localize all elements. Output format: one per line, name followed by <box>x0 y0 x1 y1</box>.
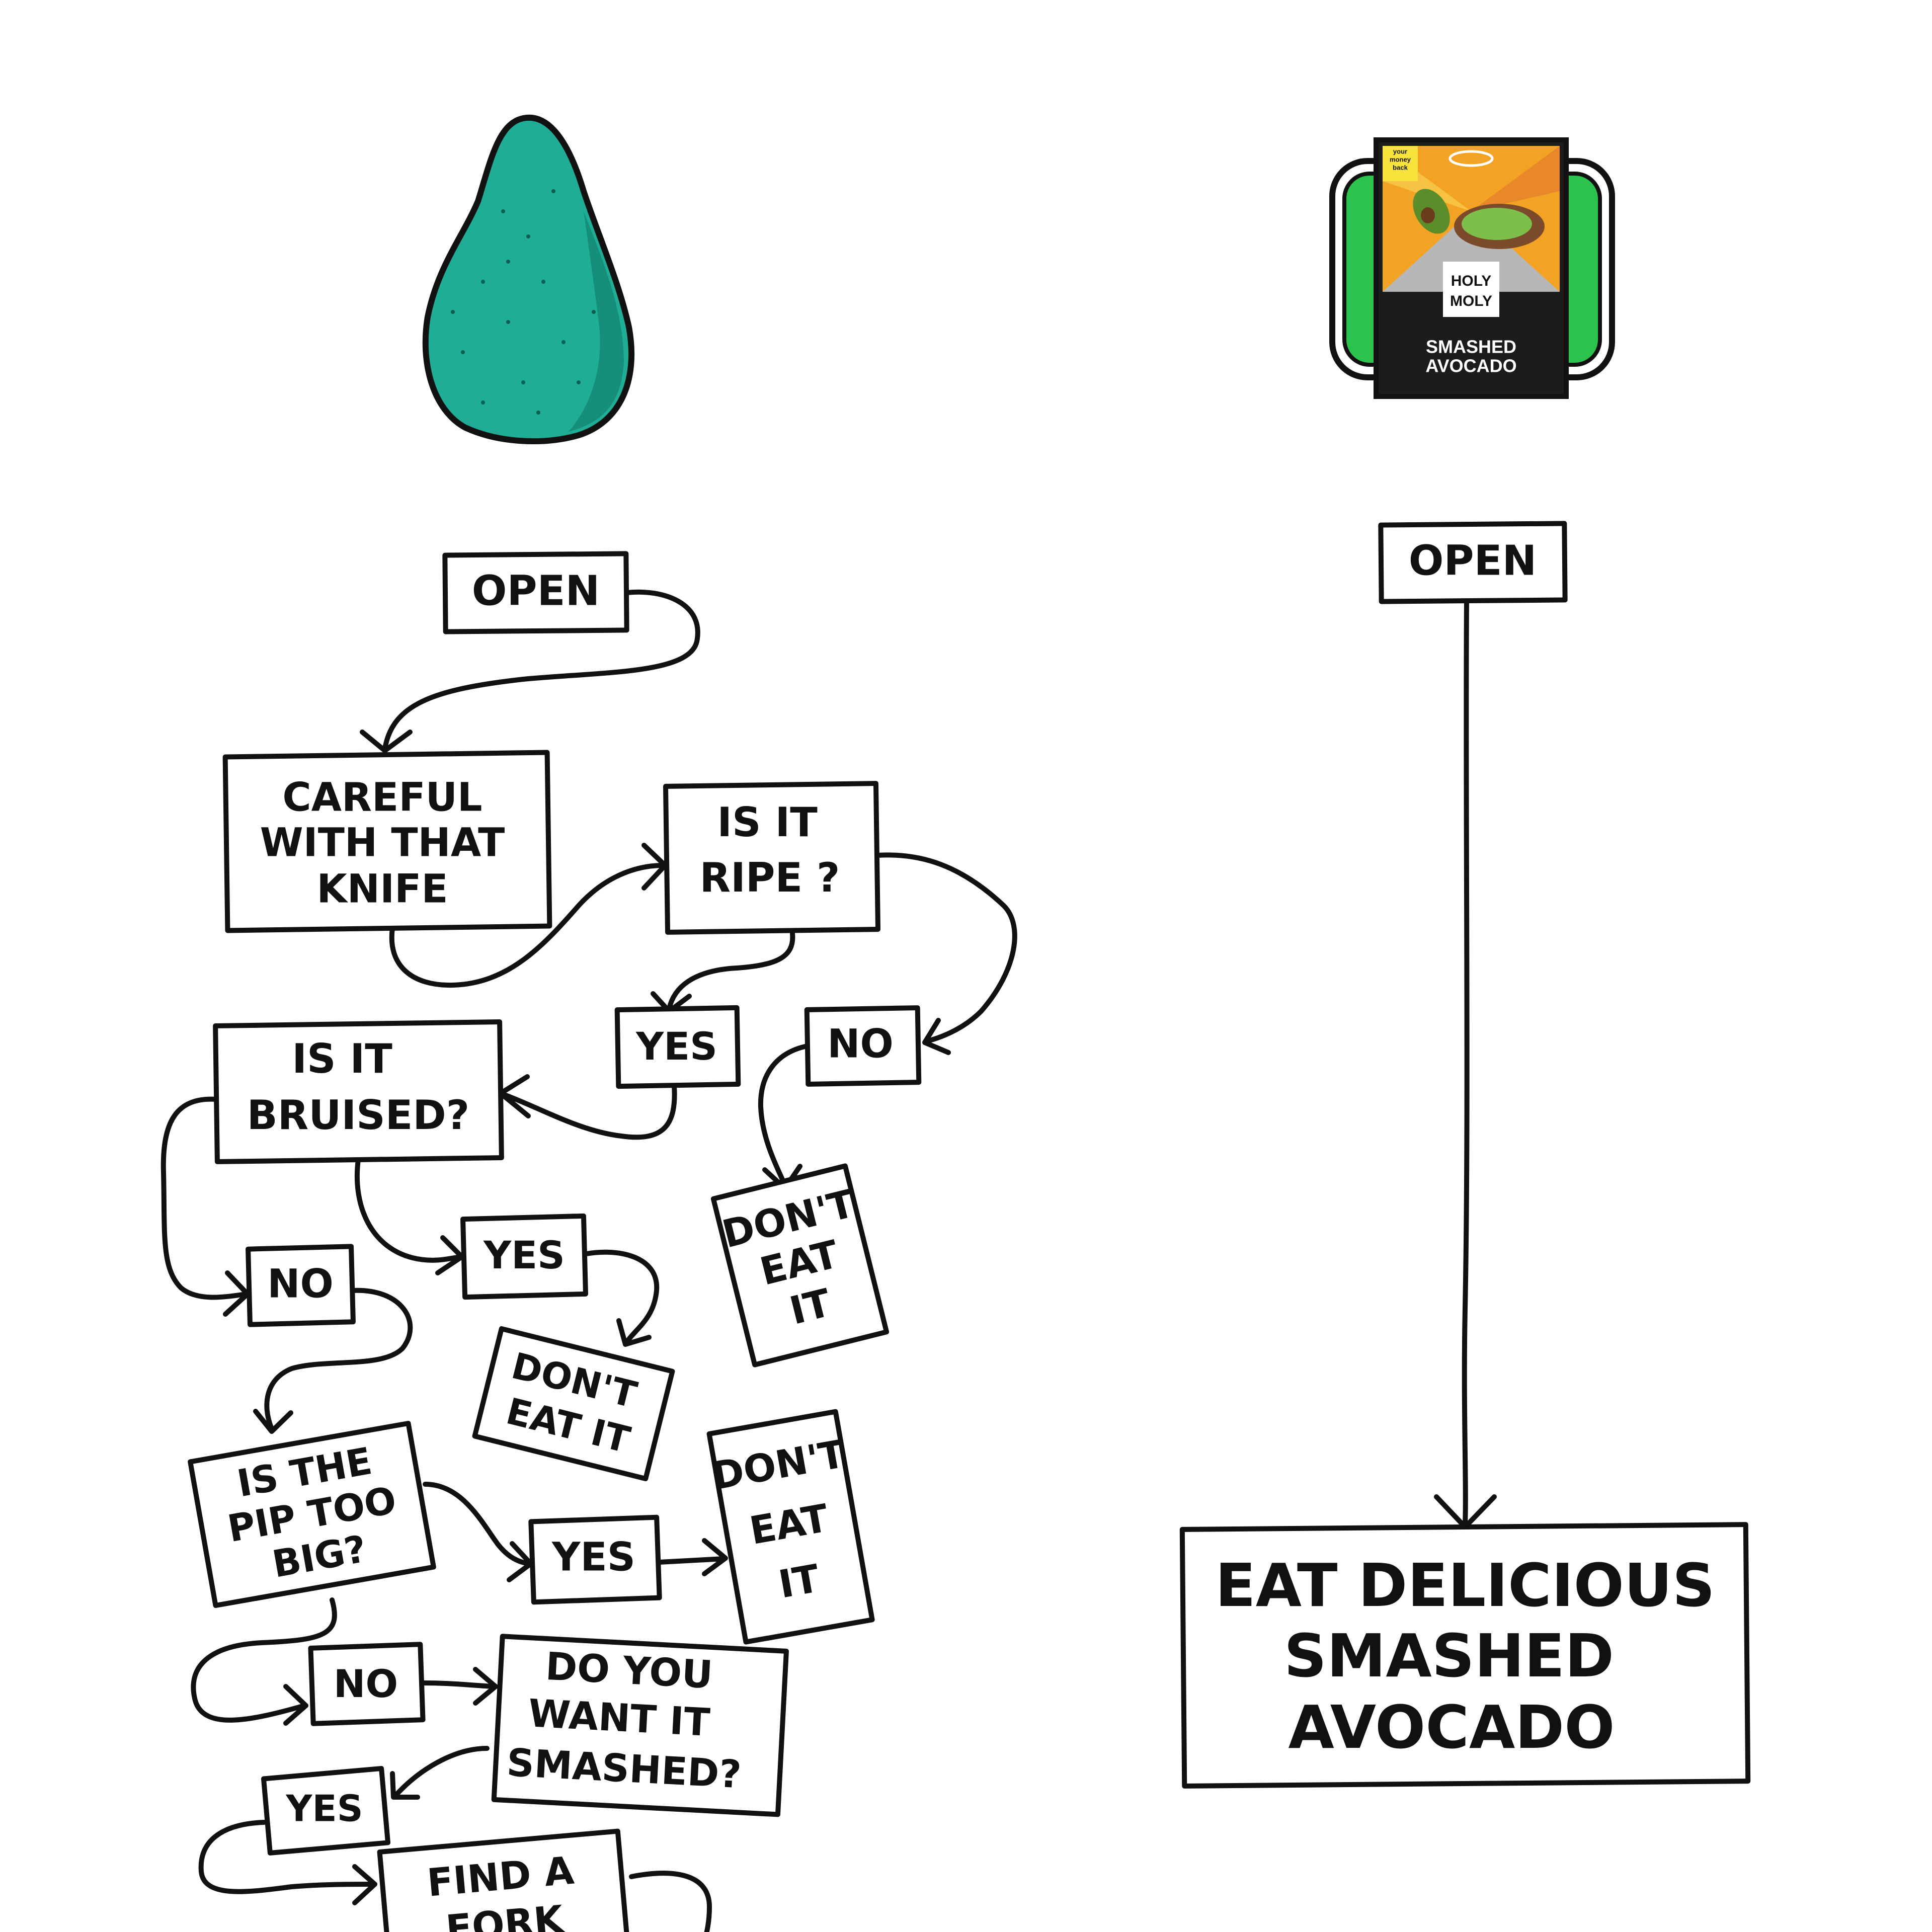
node-ripe-yes: YES <box>617 1008 739 1086</box>
node-ripe-no: NO <box>807 1008 919 1084</box>
node-pip-yes: YES <box>531 1517 659 1602</box>
package-product-line-1: SMASHED <box>1426 337 1516 357</box>
arrow-no-to-dont-eat-1 <box>761 1045 810 1187</box>
node-smashed-question: DO YOU WANT IT SMASHED? <box>494 1636 786 1814</box>
node-dont-eat-3-line-3: IT <box>775 1556 823 1607</box>
node-eat-line-2: SMASHED <box>1284 1621 1614 1691</box>
node-bruised-no-label: NO <box>267 1261 334 1307</box>
node-find-fork: FIND A FORK <box>380 1831 629 1932</box>
package-product-line-2: AVOCADO <box>1425 356 1516 376</box>
arrow-head-bruised-yes <box>438 1238 462 1273</box>
arrow-head-pip <box>256 1411 291 1431</box>
package-promo-line-3: back <box>1393 164 1408 171</box>
node-bruised-yes: YES <box>463 1216 586 1297</box>
node-bruised-no: NO <box>248 1246 353 1324</box>
node-pip-no-label: NO <box>334 1661 398 1706</box>
node-ripe-question: IS IT RIPE ? <box>666 783 878 932</box>
node-smashed-yes: YES <box>264 1768 388 1853</box>
node-smashed-line-2: WANT IT <box>527 1691 711 1745</box>
package-brand-line-1: HOLY <box>1451 273 1492 289</box>
node-pip-yes-label: YES <box>551 1535 635 1580</box>
arrow-smashed-to-yes <box>395 1748 487 1796</box>
arrow-head-pip-no <box>286 1686 306 1723</box>
node-ripe-no-dont-eat: DON'T EAT IT <box>713 1166 887 1364</box>
arrow-fork-continue <box>631 1873 709 1932</box>
arrow-yes-to-bruised <box>503 1086 675 1137</box>
package-promo-line-1: your <box>1393 147 1407 155</box>
node-bruised-question: IS IT BRUISED? <box>215 1022 502 1162</box>
arrow-yes-to-dont-eat-3 <box>659 1559 725 1562</box>
arrow-open-to-eat <box>1465 601 1467 1524</box>
node-bruised-yes-label: YES <box>483 1233 565 1277</box>
package-brand-line-2: MOLY <box>1450 293 1492 309</box>
node-pip-question: IS THE PIP TOO BIG? <box>190 1423 434 1605</box>
smashed-avocado-package-icon: your money back HOLY MOLY SMASHED AVOCAD… <box>1332 140 1612 396</box>
node-bruised-line-1: IS IT <box>292 1035 392 1082</box>
arrow-bruised-to-yes <box>357 1160 460 1260</box>
node-open-right-label: OPEN <box>1409 537 1537 585</box>
avocado-icon <box>426 118 631 441</box>
node-careful-line-2: WITH THAT <box>260 820 505 865</box>
arrow-pip-to-yes <box>425 1484 529 1564</box>
right-flow-arrows <box>1436 601 1494 1527</box>
package-promo-line-2: money <box>1390 155 1411 163</box>
node-open-left-label: OPEN <box>472 567 600 615</box>
node-ripe-yes-label: YES <box>635 1024 717 1069</box>
node-eat-delicious: EAT DELICIOUS SMASHED AVOCADO <box>1182 1524 1748 1786</box>
node-ripe-line-1: IS IT <box>717 799 818 846</box>
node-eat-line-3: AVOCADO <box>1288 1693 1615 1762</box>
node-careful-line-3: KNIFE <box>316 866 448 912</box>
node-ripe-no-label: NO <box>827 1021 894 1067</box>
node-bruised-line-2: BRUISED? <box>247 1092 469 1139</box>
node-careful-line-1: CAREFUL <box>282 775 482 820</box>
node-pip-yes-dont-eat: DON'T EAT IT <box>705 1411 873 1643</box>
arrow-no-to-smashed <box>423 1683 494 1686</box>
node-smashed-line-1: DO YOU <box>544 1644 714 1697</box>
node-ripe-line-2: RIPE ? <box>700 854 840 901</box>
node-pip-no: NO <box>310 1644 423 1724</box>
node-bruised-yes-dont-eat: DON'T EAT IT <box>475 1329 673 1479</box>
node-eat-line-1: EAT DELICIOUS <box>1215 1551 1715 1620</box>
node-careful: CAREFUL WITH THAT KNIFE <box>225 753 550 931</box>
node-open-left: OPEN <box>445 553 626 631</box>
node-open-right: OPEN <box>1381 523 1565 601</box>
node-smashed-yes-label: YES <box>285 1788 363 1830</box>
